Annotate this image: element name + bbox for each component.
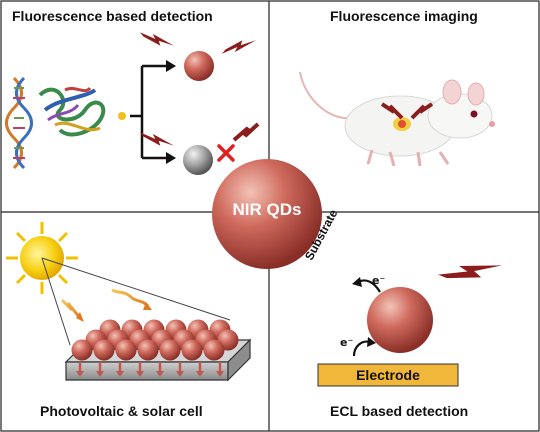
panel-title-photovoltaic: Photovoltaic & solar cell [40, 403, 203, 419]
arrow-head-up [166, 60, 176, 72]
lightning-icon [222, 40, 256, 54]
electron-arrow-head [156, 371, 164, 377]
target-molecule-dot [118, 112, 126, 120]
branch-arrow [130, 64, 166, 160]
lightning-icon [438, 244, 502, 296]
qd-particle [181, 339, 203, 361]
qd-particle [203, 339, 225, 361]
qd-quenched [183, 145, 213, 175]
electron-arrow-head [96, 371, 104, 377]
qd-particle [137, 339, 159, 361]
electron-symbol-in: e⁻ [340, 336, 354, 349]
qd-array [71, 319, 239, 361]
cross-icon [217, 144, 235, 162]
panel-title-fluorescence-imaging: Fluorescence imaging [330, 8, 478, 24]
electron-arrow-head [216, 371, 224, 377]
dna-icon [5, 76, 33, 170]
lightning-icon [140, 32, 174, 46]
lightning-icon [380, 102, 404, 120]
electron-arrow-head [116, 371, 124, 377]
electron-arrow-head [136, 371, 144, 377]
qd-particle [93, 339, 115, 361]
lightning-icon [410, 102, 434, 120]
electron-arrow-head [196, 371, 204, 377]
center-qd [212, 159, 322, 269]
electrode-label: Electrode [356, 367, 420, 383]
lightning-icon [140, 132, 174, 146]
arrow-head-down [166, 152, 176, 164]
protein-icon [38, 86, 106, 137]
electron-arrows [76, 362, 224, 377]
qd-particle [71, 339, 93, 361]
electrode-bar [317, 363, 459, 387]
panel-title-fluorescence-detection: Fluorescence based detection [12, 8, 213, 24]
qd-particle [115, 339, 137, 361]
panel-title-ecl-detection: ECL based detection [330, 403, 469, 419]
mouse-icon [299, 71, 495, 167]
light-ray [60, 298, 82, 319]
light-cone [41, 257, 231, 346]
lightning-icon [232, 122, 260, 142]
qd-fluorescent [184, 51, 214, 81]
center-label: NIR QDs [232, 200, 302, 219]
qd-particle [159, 339, 181, 361]
electron-arrow-head [176, 371, 184, 377]
electron-arrow-head [76, 371, 84, 377]
electron-symbol-out: e⁻ [372, 274, 386, 287]
ecl-qd [367, 287, 433, 353]
light-ray [111, 288, 150, 308]
